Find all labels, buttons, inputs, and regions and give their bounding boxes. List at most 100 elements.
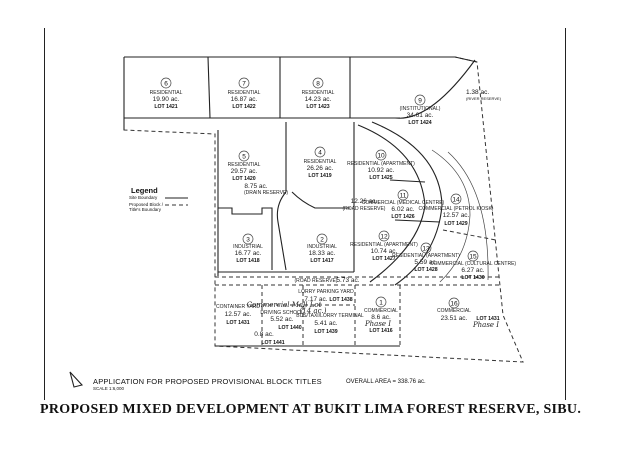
north-boundary [124, 56, 478, 63]
svg-text:0.8 ac.: 0.8 ac. [254, 331, 274, 338]
svg-text:LOT 1431: LOT 1431 [226, 320, 249, 326]
block-label-3: 3 INDUSTRIAL 16.77 ac. LOT 1418 [233, 233, 263, 264]
svg-text:14.23 ac.: 14.23 ac. [305, 96, 332, 103]
svg-text:DRIVING SCHOOL: DRIVING SCHOOL [260, 310, 304, 316]
svg-text:10.74 ac.: 10.74 ac. [371, 248, 398, 255]
svg-text:11: 11 [400, 193, 407, 200]
svg-text:LOT 1426: LOT 1426 [391, 214, 414, 220]
svg-text:9: 9 [418, 98, 422, 105]
overall-area: OVERALL AREA = 338.76 ac. [346, 379, 426, 385]
svg-text:LOT 1427: LOT 1427 [372, 256, 395, 262]
handwritten-phase-1: Phase I [364, 320, 391, 328]
handwritten-phase-1-b: Phase I [472, 321, 499, 329]
ring-road-east [431, 149, 471, 283]
lot-line [350, 59, 476, 119]
svg-text:BUS/TAXI/LORRY TERMINAL: BUS/TAXI/LORRY TERMINAL [296, 313, 364, 319]
block-label-12: 12 RESIDENTIAL (APARTMENT) 10.74 ac. LOT… [350, 230, 418, 262]
svg-text:INDUSTRIAL: INDUSTRIAL [233, 244, 263, 250]
svg-text:LOT 1418: LOT 1418 [236, 258, 259, 264]
svg-text:16: 16 [450, 301, 458, 308]
svg-text:16.77 ac.: 16.77 ac. [235, 250, 262, 257]
handwritten-mall-lot: Commercial Mall Lot [247, 301, 322, 309]
block-label-8: 8 RESIDENTIAL 14.23 ac. LOT 1423 [302, 77, 335, 110]
svg-text:LOT 1429: LOT 1429 [444, 221, 467, 227]
svg-text:29.57 ac.: 29.57 ac. [231, 168, 258, 175]
svg-text:LOT 1423: LOT 1423 [306, 104, 329, 110]
svg-text:LOT 1424: LOT 1424 [408, 120, 431, 126]
svg-text:10: 10 [377, 153, 385, 160]
svg-text:6: 6 [164, 81, 168, 88]
strip-container-yard: CONTAINER YARD 12.57 ac. LOT 1431 [216, 304, 260, 326]
svg-text:RESIDENTIAL (APARTMENT): RESIDENTIAL (APARTMENT) [347, 161, 415, 167]
svg-text:LOT 1441: LOT 1441 [261, 340, 284, 346]
legend-title: Legend [131, 186, 158, 195]
legend-item-block-boundary: Proposed Block / Title's Boundary [129, 202, 164, 212]
ring-road-east-2 [447, 151, 489, 281]
svg-text:LOT 1416: LOT 1416 [369, 328, 392, 334]
river-reserve-area: 1.38 ac. [466, 89, 490, 96]
block-label-1: 1 COMMERCIAL 8.6 ac. LOT 1416 [364, 296, 398, 334]
svg-text:COMMERCIAL (MEDICAL CENTRE): COMMERCIAL (MEDICAL CENTRE) [362, 200, 445, 206]
svg-text:(INSTITUTIONAL): (INSTITUTIONAL) [400, 106, 441, 112]
svg-text:RESIDENTIAL (APARTMENT): RESIDENTIAL (APARTMENT) [392, 253, 460, 259]
ring-road-inner [371, 121, 443, 286]
block-label-6: 6 RESIDENTIAL 19.90 ac. LOT 1421 [150, 77, 183, 110]
svg-text:6.27 ac.: 6.27 ac. [461, 267, 484, 274]
lot-line [207, 56, 211, 119]
block-label-9: 9 (INSTITUTIONAL) 34.61 ac. LOT 1424 [400, 94, 441, 126]
strip-small-lot: 0.8 ac. LOT 1441 [254, 331, 285, 346]
svg-text:19.90 ac.: 19.90 ac. [153, 96, 180, 103]
svg-text:RESIDENTIAL (APARTMENT): RESIDENTIAL (APARTMENT) [350, 242, 418, 248]
svg-text:LOT 1417: LOT 1417 [310, 258, 333, 264]
svg-text:RESIDENTIAL: RESIDENTIAL [304, 159, 337, 165]
svg-text:INDUSTRIAL: INDUSTRIAL [307, 244, 337, 250]
svg-text:RESIDENTIAL: RESIDENTIAL [302, 90, 335, 96]
road-reserve-2-label: (ROAD RESERVE) [295, 278, 338, 284]
river-reserve-label: (RIVER RESERVE) [466, 96, 502, 101]
svg-text:7: 7 [242, 81, 246, 88]
lot-line [218, 207, 273, 270]
svg-text:2: 2 [320, 237, 324, 244]
lot-line [276, 191, 287, 271]
svg-text:1: 1 [379, 300, 383, 307]
svg-text:5.41 ac.: 5.41 ac. [314, 320, 337, 327]
svg-text:12.57 ac.: 12.57 ac. [443, 212, 470, 219]
block-label-16: 16 COMMERCIAL 23.51 ac. LOT 1431 [437, 297, 500, 322]
svg-text:14: 14 [452, 197, 460, 204]
svg-text:RESIDENTIAL: RESIDENTIAL [228, 162, 261, 168]
drain-reserve-area: 8.75 ac. [244, 183, 267, 190]
svg-text:LOT 1421: LOT 1421 [154, 104, 177, 110]
drain-reserve-label: (DRAIN RESERVE) [244, 190, 288, 196]
svg-text:LOT 1419: LOT 1419 [308, 173, 331, 179]
svg-text:3: 3 [246, 237, 250, 244]
sheet-border-left [44, 28, 45, 400]
svg-text:8: 8 [316, 81, 320, 88]
svg-text:4: 4 [318, 150, 322, 157]
block-label-11: 11 COMMERCIAL (MEDICAL CENTRE) 6.02 ac. … [362, 189, 445, 220]
road-reserve-label: (ROAD RESERVE) [343, 206, 386, 212]
lot-line [389, 179, 426, 183]
svg-text:12: 12 [380, 234, 388, 241]
ring-road-outer [357, 124, 426, 283]
svg-text:26.26 ac.: 26.26 ac. [307, 165, 334, 172]
block-label-2: 2 INDUSTRIAL 18.33 ac. LOT 1417 [307, 233, 337, 264]
svg-text:5.59 ac.: 5.59 ac. [414, 259, 437, 266]
road-reserve-2-area: 5.73 ac. [336, 277, 359, 284]
block-label-13: 13 RESIDENTIAL (APARTMENT) 5.59 ac. LOT … [392, 242, 460, 273]
road-reserve-area: 12.26 ac. [351, 198, 378, 205]
svg-text:LOT 1440: LOT 1440 [278, 325, 301, 331]
scale-caption: SCALE 1:6,000 [93, 386, 125, 391]
block-label-5: 5 RESIDENTIAL 29.57 ac. LOT 1420 [228, 150, 261, 182]
document-title: PROPOSED MIXED DEVELOPMENT AT BUKIT LIMA… [40, 402, 582, 417]
north-arrow-icon [69, 371, 84, 388]
svg-text:15: 15 [469, 254, 477, 261]
strip-driving-school: DRIVING SCHOOL 5.52 ac. LOT 1440 [260, 310, 304, 331]
sheet-border-right [565, 28, 566, 400]
svg-text:CONTAINER YARD: CONTAINER YARD [216, 304, 260, 310]
svg-text:LOT 1430: LOT 1430 [461, 275, 484, 281]
svg-text:LOT 1438: LOT 1438 [329, 297, 352, 303]
north-arrow-icon-fill [70, 372, 82, 385]
svg-text:LOT 1431: LOT 1431 [476, 316, 499, 322]
